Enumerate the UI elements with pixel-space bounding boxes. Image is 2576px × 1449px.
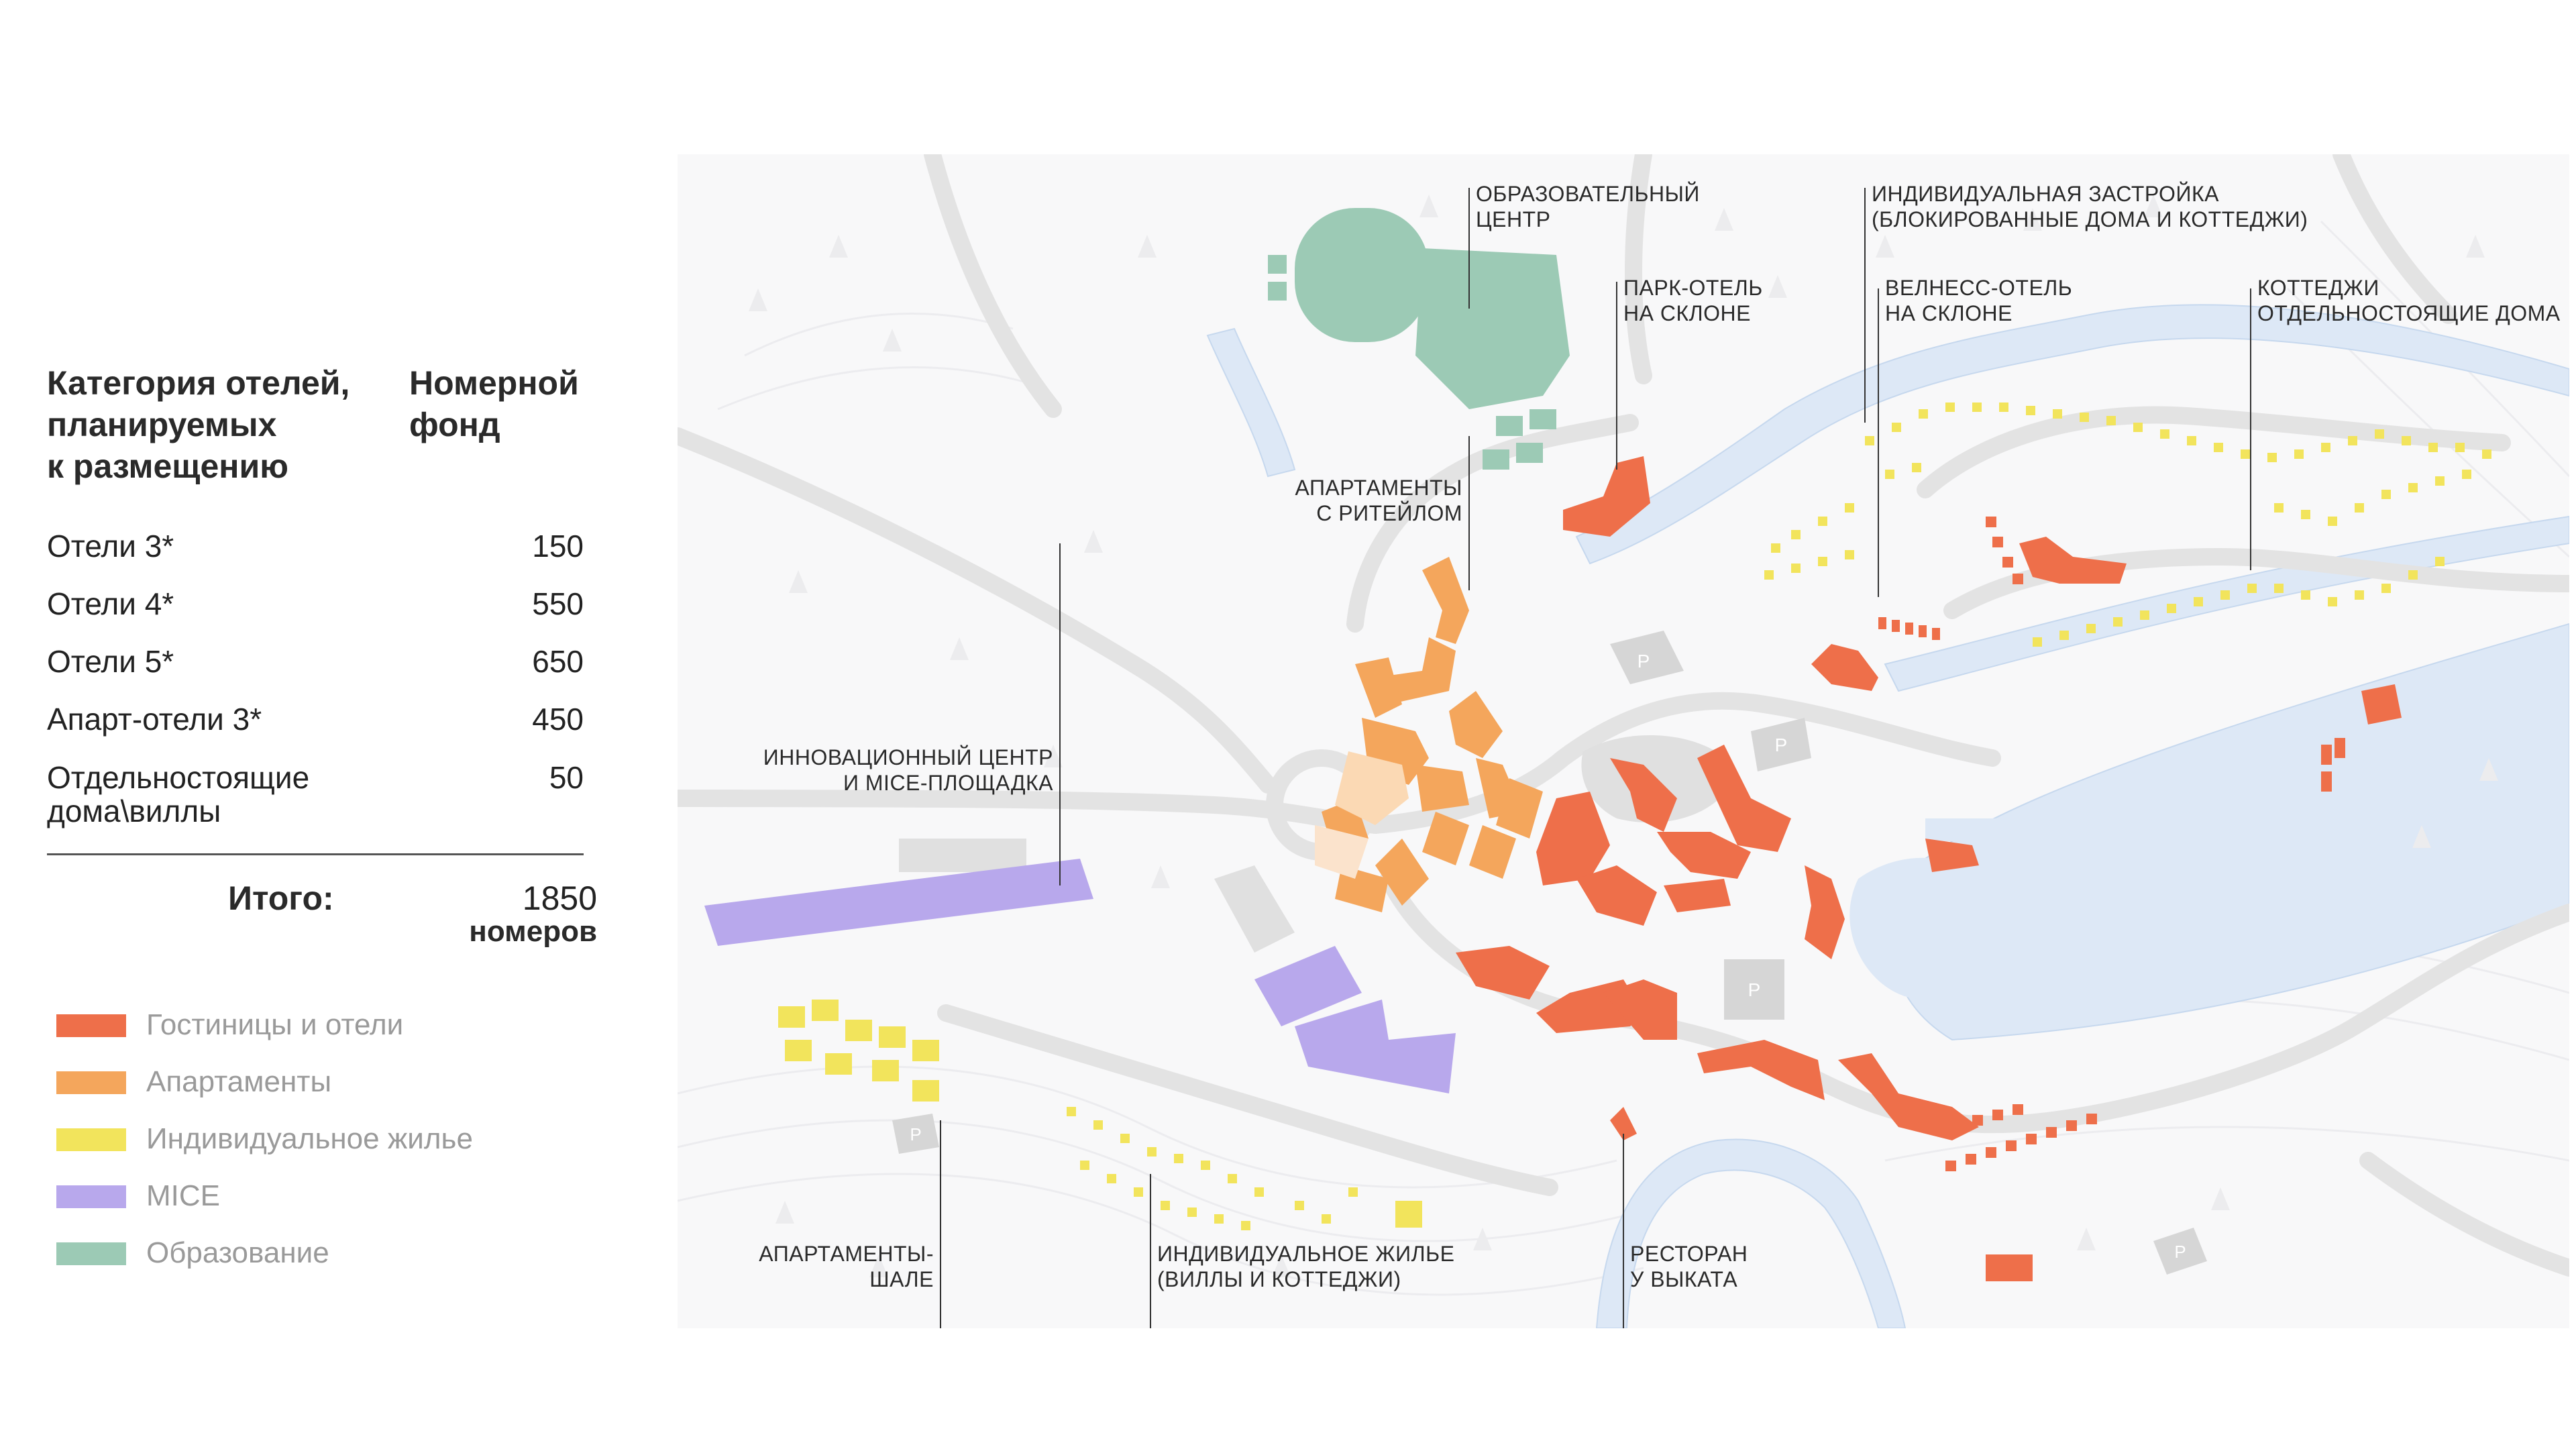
total-value: 1850 xyxy=(522,879,597,917)
parking-label: P xyxy=(910,1124,921,1144)
label-park-hotel-line2: НА СКЛОНЕ xyxy=(1623,301,1751,325)
small-building xyxy=(1268,282,1287,301)
parking-spot: P xyxy=(2153,1228,2207,1275)
small-building xyxy=(1516,443,1543,463)
river xyxy=(1206,304,2569,1328)
small-building xyxy=(1483,449,1509,470)
parking-label: P xyxy=(1638,651,1650,672)
header-fund-line: фонд xyxy=(409,406,500,443)
row-label: Отели 3* xyxy=(47,529,174,564)
row-label-line: Отдельностоящие xyxy=(47,760,310,795)
pool xyxy=(1925,818,2046,841)
label-cottages-line2: ОТДЕЛЬНОСТОЯЩИЕ ДОМА xyxy=(2257,301,2561,325)
label-villas-line2: (ВИЛЛЫ И КОТТЕДЖИ) xyxy=(1157,1267,1401,1291)
parking-spot: P xyxy=(892,1114,939,1154)
label-cottages-line1: КОТТЕДЖИ xyxy=(2257,276,2379,300)
parking-spot: P xyxy=(1724,959,1784,1020)
service-buildings xyxy=(899,735,1737,953)
header-category: Категория отелей, планируемых к размещен… xyxy=(47,362,396,487)
legend-item-mice: MICE xyxy=(56,1176,526,1216)
callout-lines xyxy=(940,188,2251,1328)
label-education-line1: ОБРАЗОВАТЕЛЬНЫЙ xyxy=(1476,182,1700,206)
legend-label: Апартаменты xyxy=(146,1065,332,1098)
header-fund: Номерной фонд xyxy=(409,362,584,445)
header-category-line: Категория отелей, xyxy=(47,364,350,402)
total-unit: номеров xyxy=(469,915,597,948)
row-label: Отдельностоящие дома\виллы xyxy=(47,761,423,828)
label-chalet-line2: ШАЛЕ xyxy=(869,1267,934,1291)
apartment-buildings xyxy=(1322,557,1543,912)
legend-label: Индивидуальное жилье xyxy=(146,1122,473,1155)
table-divider xyxy=(47,853,584,855)
legend-label: Образование xyxy=(146,1236,329,1269)
row-value: 650 xyxy=(532,644,584,679)
parking-spot: P xyxy=(1610,631,1684,684)
parking-spot: P xyxy=(1751,718,1811,771)
label-education-line2: ЦЕНТР xyxy=(1476,207,1551,231)
header-category-line: к размещению xyxy=(47,447,288,485)
parking-label: P xyxy=(1775,735,1788,755)
mice-buildings xyxy=(704,859,1456,1093)
parking-areas: P P P P P xyxy=(892,631,2207,1275)
roads xyxy=(678,154,2569,1277)
pond xyxy=(1849,857,1998,1000)
legend-item-education: Образование xyxy=(56,1233,526,1273)
small-building xyxy=(1496,416,1523,436)
row-label-line: дома\виллы xyxy=(47,794,221,828)
row-label: Отели 5* xyxy=(47,644,174,679)
masterplan-map: P P P P P xyxy=(678,154,2569,1328)
school-block xyxy=(1469,262,1556,309)
row-label: Отели 4* xyxy=(47,586,174,621)
small-building xyxy=(1268,255,1287,274)
legend-swatch xyxy=(56,1071,126,1094)
label-innovation-line2: И MICE-ПЛОЩАДКА xyxy=(843,771,1053,795)
label-innovation-line1: ИННОВАЦИОННЫЙ ЦЕНТР xyxy=(763,745,1053,769)
apartment-courtyard xyxy=(1335,751,1409,825)
parking-label: P xyxy=(2174,1242,2186,1262)
label-chalet-line1: АПАРТАМЕНТЫ- xyxy=(759,1242,934,1266)
row-value: 450 xyxy=(532,702,584,737)
label-individual-block-line1: ИНДИВИДУАЛЬНАЯ ЗАСТРОЙКА xyxy=(1872,182,2219,206)
header-category-line: планируемых xyxy=(47,406,277,443)
row-value: 550 xyxy=(532,586,584,621)
callout-labels: ОБРАЗОВАТЕЛЬНЫЙ ЦЕНТР ПАРК-ОТЕЛЬ НА СКЛО… xyxy=(759,182,2561,1291)
label-villas-line1: ИНДИВИДУАЛЬНОЕ ЖИЛЬЕ xyxy=(1157,1242,1455,1266)
legend-swatch xyxy=(56,1242,126,1265)
header-fund-line: Номерной xyxy=(409,364,579,402)
legend-swatch xyxy=(56,1014,126,1037)
label-apartments-retail-line1: АПАРТАМЕНТЫ xyxy=(1295,476,1462,500)
individual-houses xyxy=(778,402,2491,1230)
small-building xyxy=(1529,409,1556,429)
row-value: 50 xyxy=(549,760,584,795)
legend-item-individual: Индивидуальное жилье xyxy=(56,1119,526,1159)
parking-label: P xyxy=(1748,979,1761,1000)
park-hotel xyxy=(1563,456,1650,537)
innovation-center xyxy=(704,859,1093,946)
stadium xyxy=(1295,208,1429,342)
label-wellness-line2: НА СКЛОНЕ xyxy=(1885,301,2012,325)
restaurant xyxy=(1610,1107,1637,1140)
row-value: 150 xyxy=(532,529,584,564)
legend-swatch xyxy=(56,1128,126,1151)
apartment-courtyard xyxy=(1315,825,1368,879)
label-restaurant-line1: РЕСТОРАН xyxy=(1630,1242,1748,1266)
hotel-buildings xyxy=(1456,456,2402,1281)
label-apartments-retail-line2: С РИТЕЙЛОМ xyxy=(1316,501,1462,525)
small-hotel-units xyxy=(1878,517,2345,1281)
trees xyxy=(749,195,2498,1277)
label-individual-block-line2: (БЛОКИРОВАННЫЕ ДОМА И КОТТЕДЖИ) xyxy=(1872,207,2308,231)
total-label: Итого: xyxy=(228,879,334,917)
legend-swatch xyxy=(56,1185,126,1208)
legend-item-hotels: Гостиницы и отели xyxy=(56,1005,526,1045)
legend-label: MICE xyxy=(146,1179,220,1212)
legend-item-apartments: Апартаменты xyxy=(56,1062,526,1102)
label-park-hotel-line1: ПАРК-ОТЕЛЬ xyxy=(1623,276,1763,300)
legend-label: Гостиницы и отели xyxy=(146,1008,404,1041)
label-restaurant-line2: У ВЫКАТА xyxy=(1630,1267,1737,1291)
label-wellness-line1: ВЕЛНЕСС-ОТЕЛЬ xyxy=(1885,276,2072,300)
wellness-hotel xyxy=(1811,644,1878,691)
education-buildings xyxy=(1268,208,1570,470)
row-label: Апарт-отели 3* xyxy=(47,702,262,737)
